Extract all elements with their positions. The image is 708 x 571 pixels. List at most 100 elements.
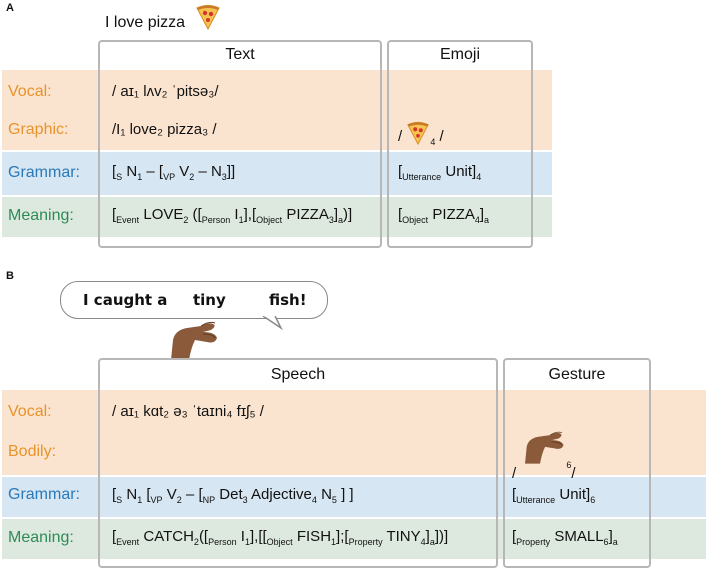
gesture-bodily-sub: 6	[566, 460, 572, 470]
panel-b-letter: B	[6, 270, 14, 282]
row-label-graphic: Graphic:	[8, 121, 69, 138]
grammar-sub: 1	[137, 495, 143, 505]
meaning-token: ]	[425, 528, 430, 545]
grammar-sub: VP	[150, 495, 163, 505]
grammar-sub: 4	[476, 172, 482, 182]
meaning-sub: 1	[244, 537, 250, 547]
band-meaning-a	[2, 197, 552, 237]
meaning-sub: Property	[516, 537, 551, 547]
row-label-grammar: Grammar:	[8, 164, 80, 181]
text-grammar-cell: [S N1 – [VP V2 – N3]]	[112, 163, 235, 182]
meaning-token: ];[	[336, 528, 349, 545]
meaning-sub: a	[484, 215, 490, 225]
emoji-grammar-cell: [Utterance Unit]4	[398, 163, 481, 182]
meaning-token: [	[398, 206, 403, 223]
emoji-column-header: Emoji	[439, 46, 480, 63]
grammar-token: [	[142, 486, 151, 503]
meaning-token: [	[512, 528, 517, 545]
grammar-bracket: ] ]	[336, 486, 354, 503]
meaning-sub: 4	[420, 537, 426, 547]
grammar-token: V	[175, 163, 190, 180]
pizza-icon	[196, 5, 220, 30]
emoji-graphic-open: /	[398, 128, 403, 145]
emoji-graphic-close: /	[439, 128, 444, 145]
meaning-sub: Person	[201, 215, 231, 225]
meaning-sub: a	[612, 537, 618, 547]
grammar-sub: S	[116, 495, 123, 505]
meaning-sub: a	[338, 215, 344, 225]
grammar-token: N	[122, 163, 138, 180]
speech-bubble: I caught a tiny fish!	[60, 281, 328, 319]
speech-grammar-cell: [S N1 [VP V2 – [NP Det3 Adjective4 N5 ] …	[112, 486, 354, 505]
grammar-token: Adjective	[247, 486, 312, 503]
meaning-sub: 1	[238, 215, 244, 225]
meaning-sub: Event	[116, 215, 140, 225]
bubble-text-2: tiny	[193, 291, 226, 309]
meaning-token: PIZZA	[428, 206, 475, 223]
grammar-sub: S	[116, 172, 123, 182]
gesture-grammar-cell: [Utterance Unit]6	[512, 486, 595, 505]
meaning-sub: 1	[331, 537, 337, 547]
grammar-sub: 5	[331, 495, 337, 505]
gesture-bodily-cell: / 6/	[512, 428, 576, 482]
text-column-header: Text	[225, 46, 255, 63]
grammar-bracket: ]]	[226, 163, 236, 180]
grammar-token: V	[162, 486, 177, 503]
meaning-sub: Event	[116, 537, 140, 547]
text-vocal-transcription: / aɪ₁ lʌv₂ ˈpitsə₃/	[112, 83, 219, 100]
row-label-meaning-b: Meaning:	[8, 529, 74, 546]
gesture-bodily-close: /	[571, 465, 576, 482]
pinch-hand-icon	[171, 321, 217, 360]
emoji-graphic-sub: 4	[430, 137, 436, 147]
meaning-sub: 2	[183, 215, 189, 225]
bubble-tail-icon	[262, 316, 283, 330]
meaning-sub: Object	[402, 215, 429, 225]
meaning-token: LOVE	[139, 206, 184, 223]
grammar-sub: 3	[242, 495, 248, 505]
emoji-column-box	[387, 40, 533, 248]
panel-a-letter: A	[6, 2, 14, 14]
grammar-token: – N	[194, 163, 222, 180]
meaning-token: PIZZA	[282, 206, 329, 223]
grammar-bracket: [	[112, 163, 117, 180]
grammar-sub: NP	[202, 495, 216, 505]
row-label-vocal: Vocal:	[8, 83, 52, 100]
meaning-token: I	[230, 206, 239, 223]
grammar-token: N	[122, 486, 138, 503]
grammar-token: – [	[142, 163, 164, 180]
meaning-sub: Person	[208, 537, 237, 547]
meaning-token: ],[[	[250, 528, 267, 545]
band-grammar-a	[2, 152, 552, 195]
grammar-sub: Utterance	[402, 172, 442, 182]
panel-a-sentence: I love pizza	[105, 14, 185, 32]
emoji-meaning-cell: [Object PIZZA4]a	[398, 206, 489, 225]
row-label-bodily: Bodily:	[8, 443, 57, 460]
meaning-token: ],[	[243, 206, 257, 223]
meaning-sub: 2	[193, 537, 199, 547]
meaning-sub: Object	[266, 537, 293, 547]
row-label-meaning: Meaning:	[8, 207, 74, 224]
meaning-token: FISH	[292, 528, 332, 545]
grammar-sub: 2	[176, 495, 182, 505]
row-label-grammar-b: Grammar:	[8, 486, 80, 503]
row-label-vocal-b: Vocal:	[8, 403, 52, 420]
bubble-text-1: I caught a	[83, 291, 168, 309]
gesture-meaning-cell: [Property SMALL6]a	[512, 528, 618, 547]
meaning-token: [	[112, 528, 117, 545]
meaning-token: ])]	[434, 528, 449, 545]
meaning-token: ]	[333, 206, 339, 223]
grammar-bracket: [	[512, 486, 517, 503]
meaning-token: ]	[608, 528, 613, 545]
speech-meaning-cell: [Event CATCH2([Person I1],[[Object FISH1…	[112, 528, 448, 547]
sentence-text: I love pizza	[105, 14, 186, 31]
grammar-sub: VP	[163, 172, 176, 182]
speech-column-box	[98, 358, 498, 568]
band-vocal-bodily-b	[2, 390, 706, 475]
grammar-bracket: [	[112, 486, 117, 503]
text-column-box	[98, 40, 382, 248]
pinch-hand-icon	[525, 431, 564, 464]
band-grammar-b	[2, 477, 706, 517]
text-graphic-transcription: /I₁ love₂ pizza₃ /	[112, 121, 217, 138]
pizza-icon	[407, 121, 430, 146]
emoji-graphic-cell: / 4 /	[398, 121, 444, 147]
